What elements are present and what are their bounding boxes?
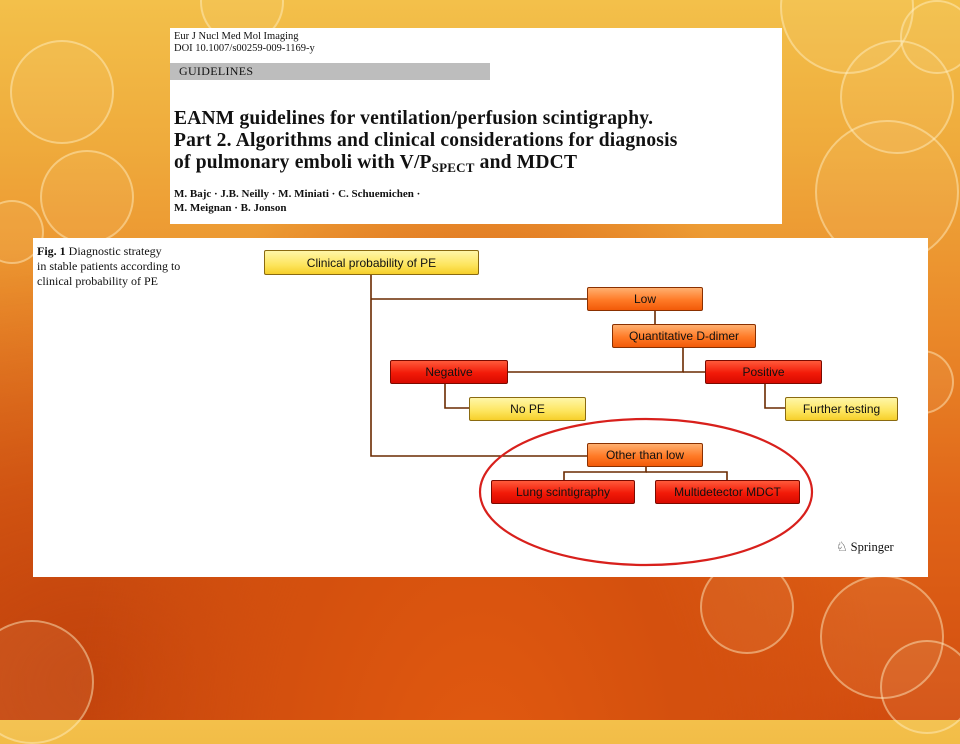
- node-multidetector-mdct: Multidetector MDCT: [655, 480, 800, 504]
- background-bubble: [0, 620, 94, 744]
- node-other-than-low: Other than low: [587, 443, 703, 467]
- background-bubble: [880, 640, 960, 734]
- node-quantitative-d-dimer: Quantitative D-dimer: [612, 324, 756, 348]
- journal-info: Eur J Nucl Med Mol Imaging DOI 10.1007/s…: [174, 31, 315, 55]
- node-further-testing: Further testing: [785, 397, 898, 421]
- authors: M. Bajc · J.B. Neilly · M. Miniati · C. …: [174, 187, 420, 215]
- connector-other-mdct: [646, 471, 728, 480]
- node-no-pe: No PE: [469, 397, 586, 421]
- connector-ddimer-split: [508, 348, 684, 373]
- paper-header: Eur J Nucl Med Mol Imaging DOI 10.1007/s…: [170, 28, 782, 224]
- authors-line-1: M. Bajc · J.B. Neilly · M. Miniati · C. …: [174, 188, 421, 200]
- authors-line-2: M. Meignan · B. Jonson: [174, 202, 287, 214]
- caption-text-1: Diagnostic strategy: [65, 244, 162, 258]
- caption-label: Fig. 1: [37, 244, 66, 258]
- flowchart-connectors: [370, 275, 814, 567]
- title-line-1: EANM guidelines for ventilation/perfusio…: [174, 108, 654, 129]
- figure-caption: Fig. 1 Diagnostic strategy in stable pat…: [37, 244, 237, 289]
- connector-clinical-trunk: [370, 275, 587, 457]
- node-clinical-probability: Clinical probability of PE: [264, 250, 479, 275]
- title-line-2: Part 2. Algorithms and clinical consider…: [174, 130, 678, 151]
- connector-negative-nope: [444, 384, 469, 409]
- node-negative: Negative: [390, 360, 508, 384]
- node-positive: Positive: [705, 360, 822, 384]
- connector-other-children: [563, 467, 647, 480]
- section-label: GUIDELINES: [170, 63, 490, 80]
- background-bubble: [40, 150, 134, 244]
- figure-panel: Fig. 1 Diagnostic strategy in stable pat…: [33, 238, 928, 577]
- node-low: Low: [587, 287, 703, 311]
- publisher-name: Springer: [850, 539, 894, 554]
- caption-text-2: in stable patients according to: [37, 259, 181, 273]
- journal-name: Eur J Nucl Med Mol Imaging: [174, 31, 299, 42]
- highlight-circle: [478, 417, 814, 567]
- background-bubble: [10, 40, 114, 144]
- caption-text-3: clinical probability of PE: [37, 274, 158, 288]
- title-line-3: of pulmonary emboli with V/PSPECT and MD…: [174, 152, 578, 175]
- node-lung-scintigraphy: Lung scintigraphy: [491, 480, 635, 504]
- doi: DOI 10.1007/s00259-009-1169-y: [174, 43, 315, 54]
- background-bubble: [900, 0, 960, 74]
- paper-title: EANM guidelines for ventilation/perfusio…: [174, 108, 778, 179]
- connector-positive-further: [764, 384, 785, 409]
- springer-horse-icon: ♘: [836, 539, 848, 554]
- publisher-logo: ♘ Springer: [836, 539, 894, 555]
